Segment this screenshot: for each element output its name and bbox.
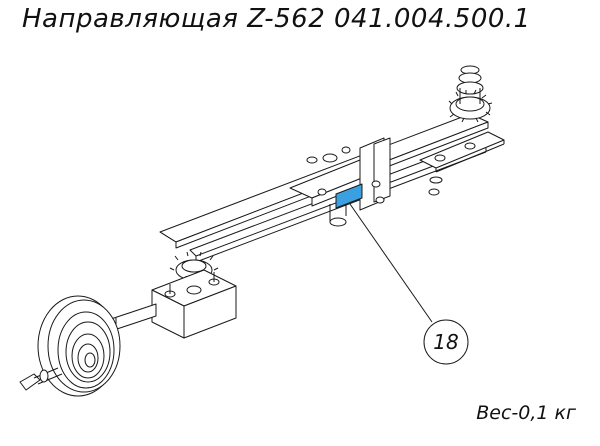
callout-number: 18 [433, 330, 459, 354]
pulley [37, 295, 121, 397]
callout-circle [423, 319, 469, 365]
right-bracket-plate [419, 131, 505, 196]
gearbox-housing [151, 269, 237, 339]
right-sprocket [448, 65, 493, 123]
callout-leader [349, 203, 433, 323]
pulley-bolt [19, 367, 63, 391]
drawing-title: Направляющая Z-562 041.004.500.1 [22, 4, 531, 34]
highlighted-part [335, 183, 363, 209]
weight-label: Вес-0,1 кг [476, 402, 576, 424]
tensioner-bracket [289, 137, 391, 227]
